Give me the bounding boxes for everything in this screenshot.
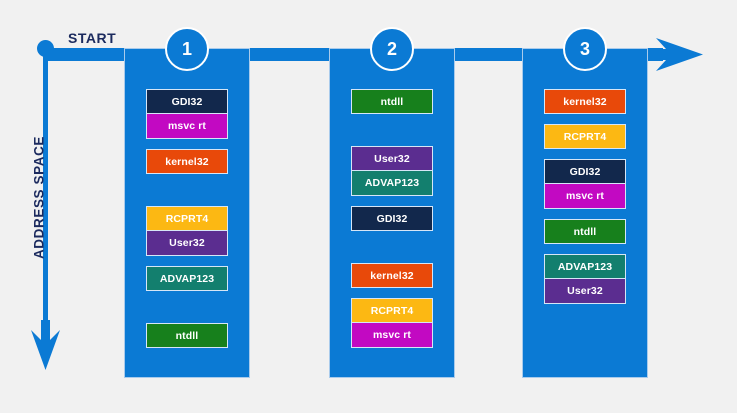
module-group: kernel32 xyxy=(351,263,433,288)
module-box-kernel32[interactable]: kernel32 xyxy=(351,263,433,288)
module-box-rcprt4[interactable]: RCPRT4 xyxy=(146,206,228,231)
module-box-rcprt4[interactable]: RCPRT4 xyxy=(351,298,433,323)
step-badge-1[interactable]: 1 xyxy=(165,27,209,71)
module-box-gdi32[interactable]: GDI32 xyxy=(544,159,626,184)
module-box-kernel32[interactable]: kernel32 xyxy=(146,149,228,174)
module-group: kernel32 xyxy=(146,149,228,174)
module-box-msvc-rt[interactable]: msvc rt xyxy=(544,184,626,209)
module-group: ADVAP123 xyxy=(146,266,228,291)
arrow-right-icon xyxy=(650,38,703,71)
module-box-ntdll[interactable]: ntdll xyxy=(146,323,228,348)
module-group: ntdll xyxy=(544,219,626,244)
module-group: kernel32 xyxy=(544,89,626,114)
step-badge-3[interactable]: 3 xyxy=(563,27,607,71)
module-group: ntdll xyxy=(146,323,228,348)
address-space-axis-line xyxy=(43,48,48,324)
module-group: GDI32 xyxy=(351,206,433,231)
module-box-kernel32[interactable]: kernel32 xyxy=(544,89,626,114)
module-box-user32[interactable]: User32 xyxy=(544,279,626,304)
module-group: ntdll xyxy=(351,89,433,114)
module-box-ntdll[interactable]: ntdll xyxy=(544,219,626,244)
module-box-msvc-rt[interactable]: msvc rt xyxy=(146,114,228,139)
start-label: START xyxy=(68,30,117,46)
module-box-advap123[interactable]: ADVAP123 xyxy=(351,171,433,196)
module-box-ntdll[interactable]: ntdll xyxy=(351,89,433,114)
module-box-advap123[interactable]: ADVAP123 xyxy=(146,266,228,291)
module-box-user32[interactable]: User32 xyxy=(351,146,433,171)
module-group: RCPRT4 xyxy=(544,124,626,149)
module-box-gdi32[interactable]: GDI32 xyxy=(146,89,228,114)
module-box-gdi32[interactable]: GDI32 xyxy=(351,206,433,231)
module-box-rcprt4[interactable]: RCPRT4 xyxy=(544,124,626,149)
arrow-down-icon xyxy=(31,320,60,370)
module-box-advap123[interactable]: ADVAP123 xyxy=(544,254,626,279)
module-box-user32[interactable]: User32 xyxy=(146,231,228,256)
step-badge-2[interactable]: 2 xyxy=(370,27,414,71)
address-space-label: ADDRESS SPACE xyxy=(31,135,47,260)
module-box-msvc-rt[interactable]: msvc rt xyxy=(351,323,433,348)
